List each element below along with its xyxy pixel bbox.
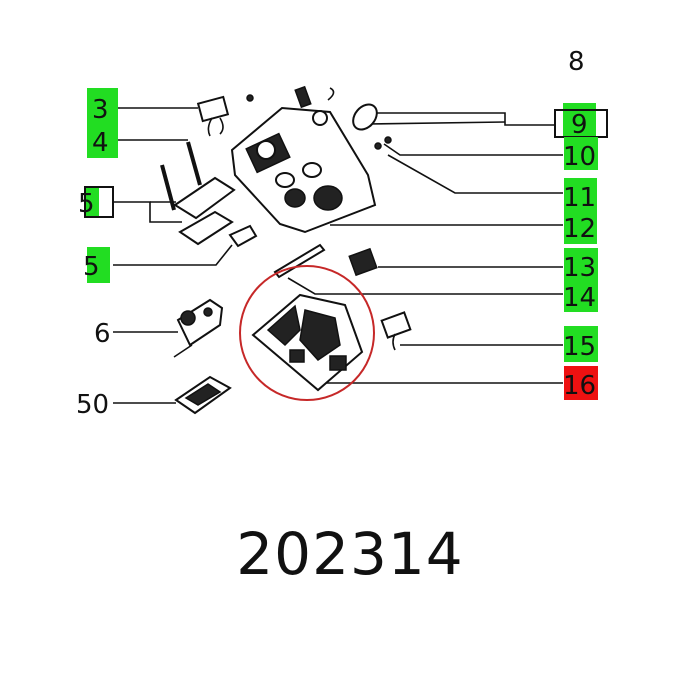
callout-bg-15 bbox=[564, 326, 598, 362]
callout-5-boxed[interactable]: 5 bbox=[78, 189, 95, 219]
callout-bg-5a bbox=[85, 187, 99, 217]
callout-50[interactable]: 50 bbox=[76, 390, 109, 420]
part-12-housing[interactable] bbox=[230, 106, 377, 234]
part-16-control-board[interactable] bbox=[251, 293, 364, 392]
part-14-strip[interactable] bbox=[273, 243, 326, 279]
part-13-switch[interactable] bbox=[348, 247, 378, 277]
callout-3[interactable]: 3 bbox=[92, 95, 109, 125]
part-15-connector[interactable] bbox=[380, 311, 412, 351]
callout-5[interactable]: 5 bbox=[83, 252, 100, 282]
callout-13[interactable]: 13 bbox=[563, 253, 596, 283]
callout-8[interactable]: 8 bbox=[568, 47, 585, 77]
part-number: 202314 bbox=[236, 520, 464, 588]
leader-lines bbox=[113, 107, 563, 404]
part-50-module[interactable] bbox=[174, 375, 232, 415]
part-9-knob[interactable] bbox=[348, 100, 381, 134]
part-5-cover-plate[interactable] bbox=[173, 176, 236, 246]
callout-bg-11-12 bbox=[564, 178, 597, 244]
callout-14[interactable]: 14 bbox=[563, 283, 596, 313]
selection-circle bbox=[239, 265, 375, 401]
callout-11[interactable]: 11 bbox=[563, 183, 596, 213]
part-4-screw[interactable] bbox=[160, 141, 202, 211]
part-5-clip[interactable] bbox=[228, 224, 258, 248]
part-6-switch-module[interactable] bbox=[173, 298, 224, 358]
callout-10[interactable]: 10 bbox=[563, 142, 596, 172]
callout-6[interactable]: 6 bbox=[94, 319, 111, 349]
callout-9[interactable]: 9 bbox=[571, 110, 588, 140]
callout-bg-3-4 bbox=[87, 88, 118, 158]
callout-12[interactable]: 12 bbox=[563, 214, 596, 244]
part-10-screw[interactable] bbox=[374, 136, 392, 150]
callout-15[interactable]: 15 bbox=[563, 332, 596, 362]
part-3-connector[interactable] bbox=[196, 95, 230, 137]
callout-bg-10 bbox=[564, 137, 598, 170]
callout-bg-13-14 bbox=[564, 248, 598, 312]
callout-4[interactable]: 4 bbox=[92, 128, 109, 158]
callout-bg-5b bbox=[87, 247, 110, 283]
callout-16[interactable]: 16 bbox=[563, 371, 596, 401]
part-small-parts-top[interactable] bbox=[246, 85, 335, 126]
callout-bg-9 bbox=[563, 103, 596, 138]
callout-bg-16 bbox=[564, 366, 598, 400]
